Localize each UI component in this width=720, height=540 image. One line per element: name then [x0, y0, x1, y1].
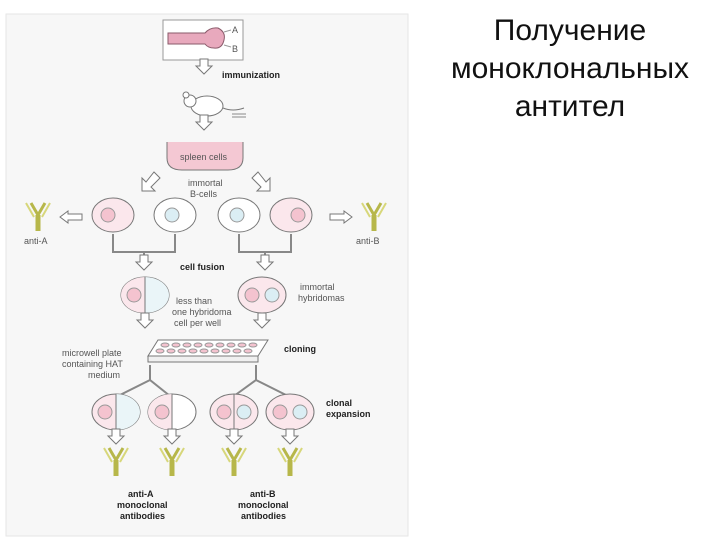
microwell-label-3: medium — [88, 370, 120, 380]
b-cell-1 — [91, 197, 135, 233]
microwell — [226, 342, 236, 348]
microwell — [155, 348, 165, 354]
clonal-expansion-label-1: clonal — [326, 398, 352, 408]
immunization-label: immunization — [222, 70, 280, 80]
figure-panel — [5, 13, 409, 537]
arrow-right-icon — [329, 210, 353, 224]
microwell — [237, 342, 247, 348]
b-cell-4 — [269, 197, 313, 233]
antigen-label-b: B — [232, 44, 238, 54]
microwell-label-2: containing HAT — [62, 359, 123, 369]
clone-cell-1 — [91, 393, 141, 431]
microwell — [221, 348, 231, 354]
microwell — [232, 348, 242, 354]
microwell — [171, 342, 181, 348]
bottom-right-label-3: antibodies — [241, 511, 286, 521]
antigen-box: A B — [162, 19, 244, 61]
microwell — [215, 342, 225, 348]
microwell — [193, 342, 203, 348]
immortal-hybridomas-label-1: immortal — [300, 282, 335, 292]
arrow-left-icon — [59, 210, 83, 224]
clone-cell-2 — [147, 393, 197, 431]
clonal-connector-right — [233, 365, 289, 397]
microwell — [204, 342, 214, 348]
immortal-b-cells-label-1: immortal — [188, 178, 223, 188]
slide-title: Получение моноклональных антител — [425, 12, 715, 126]
anti-a-left-label: anti-A — [24, 236, 48, 246]
microwell-plate — [147, 339, 269, 363]
microwell — [160, 342, 170, 348]
less-than-label-1: less than — [176, 296, 212, 306]
cell-fusion-label: cell fusion — [180, 262, 225, 272]
anti-b-right-label: anti-B — [356, 236, 380, 246]
microwell — [243, 348, 253, 354]
hybridoma-2 — [237, 276, 287, 314]
microwell — [177, 348, 187, 354]
microwell — [199, 348, 209, 354]
arrow-diagonal-left-icon — [141, 171, 161, 192]
bottom-right-label-1: anti-B — [250, 489, 276, 499]
title-line-2: моноклональных — [450, 52, 690, 85]
less-than-label-3: cell per well — [174, 318, 221, 328]
immortal-b-cells-label-2: B-cells — [190, 189, 218, 199]
microwell — [210, 348, 220, 354]
bottom-right-label-2: monoclonal — [238, 500, 289, 510]
b-cell-3 — [217, 197, 261, 233]
microwell-label-1: microwell plate — [62, 348, 122, 358]
bottom-left-label-3: antibodies — [120, 511, 165, 521]
clonal-connector-left — [117, 365, 171, 397]
microwell — [166, 348, 176, 354]
bottom-left-label-1: anti-A — [128, 489, 154, 499]
b-cell-2 — [153, 197, 197, 233]
spleen-cells-label: spleen cells — [180, 152, 228, 162]
title-line-1: Получение — [493, 14, 647, 47]
microwell — [248, 342, 258, 348]
clone-cell-4 — [265, 393, 315, 431]
immortal-hybridomas-label-2: hybridomas — [298, 293, 345, 303]
microwell — [188, 348, 198, 354]
clonal-expansion-label-2: expansion — [326, 409, 371, 419]
arrow-diagonal-right-icon — [251, 171, 271, 192]
antigen-label-a: A — [232, 25, 238, 35]
clone-cell-3 — [209, 393, 259, 431]
microwell-wells — [155, 342, 258, 354]
less-than-label-2: one hybridoma — [172, 307, 232, 317]
hybridoma-1 — [120, 276, 170, 314]
spleen-cells-dish: spleen cells — [166, 142, 244, 171]
bottom-left-label-2: monoclonal — [117, 500, 168, 510]
title-line-3: антител — [514, 90, 626, 123]
cloning-label: cloning — [284, 344, 316, 354]
microwell — [182, 342, 192, 348]
